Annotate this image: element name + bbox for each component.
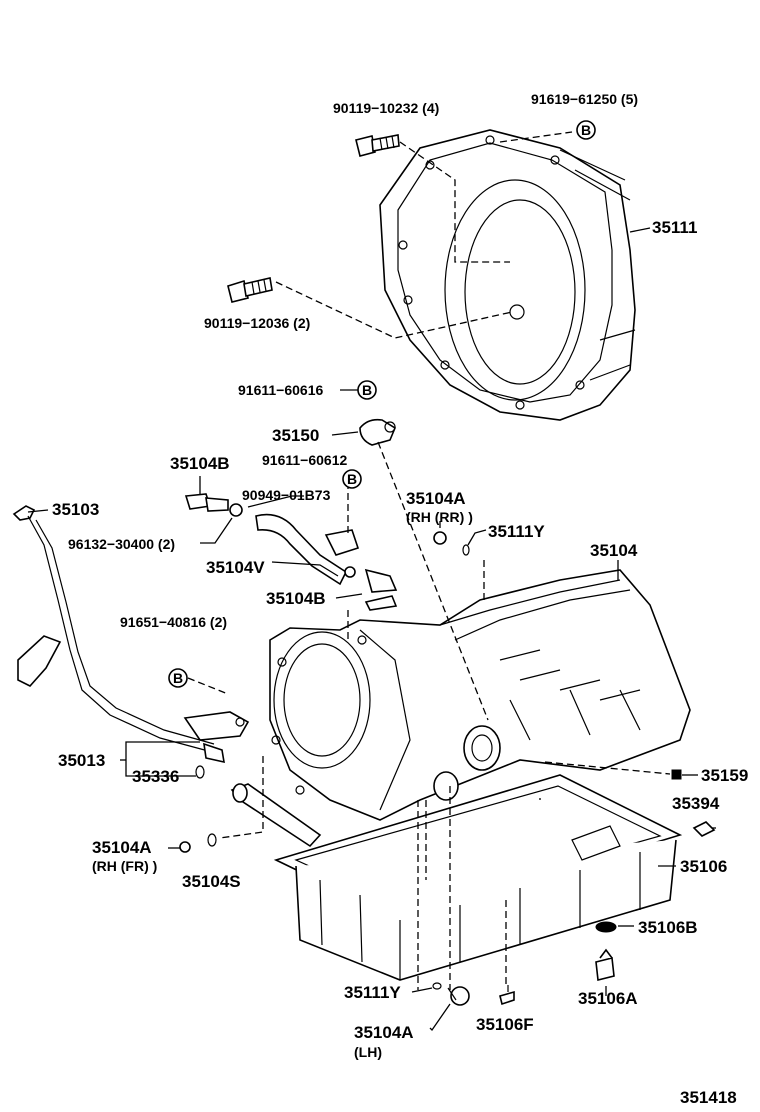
leader-lines — [27, 131, 716, 1032]
label-35104v: 35104V — [206, 558, 265, 577]
label-35013: 35013 — [58, 751, 105, 770]
small-parts-drawing — [179, 769, 716, 1006]
b-marker-2: B — [357, 380, 377, 400]
label-35106b: 35106B — [638, 918, 698, 937]
b-marker-1-text: B — [581, 122, 591, 138]
label-96132-30400: 96132−30400 (2) — [68, 536, 175, 552]
label-35106f: 35106F — [476, 1015, 534, 1034]
label-91611-60612: 91611−60612 — [262, 452, 347, 468]
label-35104a-rr: 35104A — [406, 489, 466, 508]
bolt-90119-12036-drawing — [227, 277, 273, 303]
label-35150: 35150 — [272, 426, 319, 445]
label-35394: 35394 — [672, 794, 720, 813]
oil-pan-35106-drawing — [273, 774, 683, 981]
label-35103: 35103 — [52, 500, 99, 519]
label-91651-40816: 91651−40816 (2) — [120, 614, 227, 630]
part-labels: 90119−10232 (4) 91619−61250 (5) 35111 90… — [52, 91, 748, 1107]
label-35111: 35111 — [652, 218, 697, 237]
label-35104a-lh: 35104A — [354, 1023, 414, 1042]
b-marker-4-text: B — [173, 670, 183, 686]
label-35104b-top: 35104B — [170, 454, 230, 473]
label-35106: 35106 — [680, 857, 727, 876]
label-35104a-rr-sub: (RH (RR) ) — [406, 509, 473, 525]
b-marker-3-text: B — [347, 471, 357, 487]
b-marker-1: B — [576, 120, 596, 140]
label-35159: 35159 — [701, 766, 748, 785]
label-35104a-lh-sub: (LH) — [354, 1044, 382, 1060]
label-35104a-fr-sub: (RH (FR) ) — [92, 858, 157, 874]
b-marker-4: B — [168, 668, 188, 688]
label-35104: 35104 — [590, 541, 638, 560]
plug-35150-drawing — [359, 418, 397, 446]
label-35106a: 35106A — [578, 989, 638, 1008]
label-35104s: 35104S — [182, 872, 241, 891]
label-35111y-top: 35111Y — [488, 522, 545, 541]
label-90949-01b73: 90949−01B73 — [242, 487, 331, 503]
bolt-90119-10232-drawing — [355, 134, 400, 157]
label-35104b-mid: 35104B — [266, 589, 326, 608]
label-35111y-bot: 35111Y — [344, 983, 401, 1002]
label-35336: 35336 — [132, 767, 179, 786]
label-91611-60616: 91611−60616 — [238, 382, 323, 398]
b-marker-2-text: B — [362, 382, 372, 398]
dipstick-35103-drawing — [12, 505, 250, 779]
label-90119-12036: 90119−12036 (2) — [204, 315, 310, 331]
b-marker-3: B — [342, 469, 362, 489]
transmission-case-35104-drawing — [269, 569, 691, 821]
label-91619-61250: 91619−61250 (5) — [531, 91, 638, 107]
transmission-housing-35111 — [379, 129, 636, 421]
figure-number: 351418 — [680, 1088, 737, 1107]
label-90119-10232: 90119−10232 (4) — [333, 100, 439, 116]
label-35104a-fr: 35104A — [92, 838, 152, 857]
